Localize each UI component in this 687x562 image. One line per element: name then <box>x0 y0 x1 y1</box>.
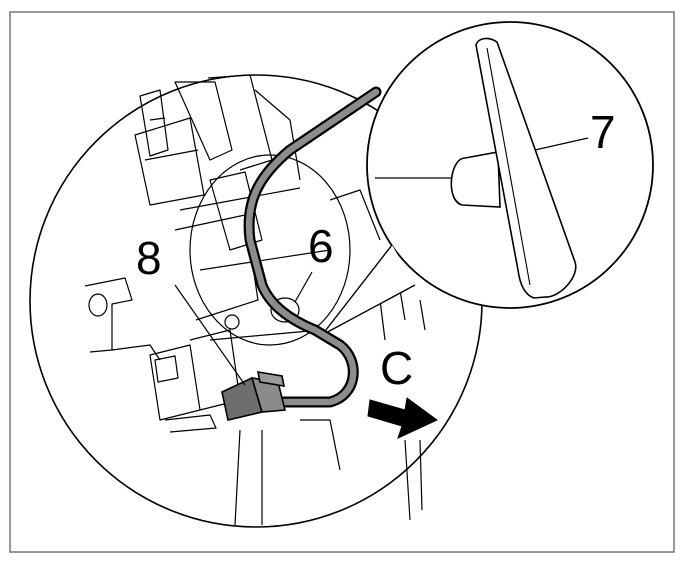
leader-lines <box>174 137 589 386</box>
callout-8: 8 <box>136 232 162 284</box>
callout-c: C <box>380 342 413 394</box>
leader-line-7 <box>534 137 589 151</box>
pin-clip <box>375 37 577 299</box>
electrical-connector <box>221 371 287 421</box>
direction-arrow <box>367 397 438 439</box>
leader-line-8 <box>174 284 246 386</box>
callout-6: 6 <box>308 220 334 272</box>
wire-harness-cable-fill <box>245 88 380 406</box>
leader-line-6 <box>294 271 313 303</box>
callout-7: 7 <box>590 106 616 158</box>
diagram-frame <box>9 11 675 553</box>
